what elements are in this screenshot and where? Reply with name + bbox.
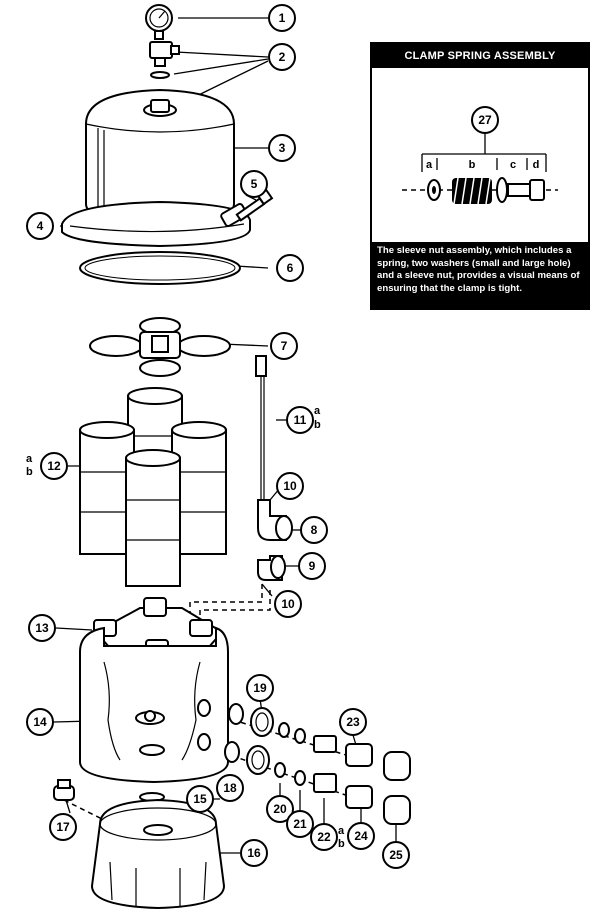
sub-label-22b: b (338, 838, 345, 850)
svg-text:2: 2 (279, 50, 286, 64)
callout-19: 19 (246, 674, 274, 702)
tank-body (79, 626, 229, 784)
svg-text:10: 10 (281, 597, 295, 611)
clamp-letter-d: d (533, 159, 540, 171)
callout-9: 9 (298, 552, 326, 580)
callout-8: 8 (300, 516, 328, 544)
callout-10-upper: 10 (276, 472, 304, 500)
callout-27: 27 (471, 106, 499, 134)
svg-text:18: 18 (223, 781, 237, 795)
washer-large (496, 177, 508, 203)
sub-label-12a: a (26, 453, 33, 465)
sub-label-11a: a (314, 405, 321, 417)
callout-6: 6 (276, 254, 304, 282)
washer-small (427, 179, 441, 201)
clamp-spring-title: CLAMP SPRING ASSEMBLY (372, 44, 588, 68)
callout-1: 1 (268, 4, 296, 32)
callout-5: 5 (240, 170, 268, 198)
callout-11: 11 (286, 406, 314, 434)
air-relief-tube (255, 355, 267, 500)
cartridge-manifold (89, 317, 231, 377)
callout-10-lower: 10 (274, 590, 302, 618)
svg-text:12: 12 (47, 459, 61, 473)
svg-text:5: 5 (251, 177, 258, 191)
callout-12: 12 (40, 452, 68, 480)
outlet-elbow (257, 555, 286, 581)
sub-label-22a: a (338, 825, 345, 837)
plumbing-upper-row (228, 703, 411, 781)
clamp-band (61, 200, 251, 248)
callout-15: 15 (186, 785, 214, 813)
svg-text:27: 27 (478, 113, 492, 127)
callout-18: 18 (216, 774, 244, 802)
sub-label-11b: b (314, 419, 321, 431)
callout-23: 23 (339, 708, 367, 736)
clamp-letter-a: a (426, 159, 433, 171)
svg-text:25: 25 (389, 848, 403, 862)
svg-text:23: 23 (346, 715, 360, 729)
svg-text:7: 7 (281, 339, 288, 353)
svg-text:22: 22 (317, 830, 331, 844)
sub-label-12b: b (26, 466, 33, 478)
svg-text:17: 17 (56, 820, 70, 834)
svg-text:15: 15 (193, 792, 207, 806)
callout-22: 22 (310, 823, 338, 851)
svg-text:3: 3 (279, 141, 286, 155)
svg-text:8: 8 (311, 523, 318, 537)
clamp-spring-drawing: 27 a b c d (402, 106, 558, 205)
svg-text:14: 14 (33, 715, 47, 729)
callout-20: 20 (266, 795, 294, 823)
svg-text:11: 11 (294, 413, 307, 427)
svg-text:16: 16 (247, 846, 261, 860)
callout-3: 3 (268, 134, 296, 162)
air-relief-valve (149, 41, 180, 79)
drain-plug (53, 779, 75, 801)
cartridge-front (125, 449, 181, 587)
callout-16: 16 (240, 839, 268, 867)
svg-text:24: 24 (354, 829, 368, 843)
plumbing-lower-row (224, 741, 411, 825)
svg-text:19: 19 (253, 681, 267, 695)
filter-cartridges (79, 387, 227, 587)
callout-14: 14 (26, 708, 54, 736)
clamp-letter-b: b (469, 159, 476, 171)
pressure-gauge (145, 4, 173, 40)
callout-21: 21 (286, 810, 314, 838)
svg-text:13: 13 (35, 621, 49, 635)
svg-text:6: 6 (287, 261, 294, 275)
sleeve-nut (507, 179, 545, 201)
callout-4: 4 (26, 212, 54, 240)
svg-text:20: 20 (273, 802, 287, 816)
svg-text:1: 1 (279, 11, 286, 25)
inlet-elbow (257, 499, 293, 541)
svg-text:10: 10 (283, 479, 297, 493)
clamp-spring-note: The sleeve nut assembly, which includes … (372, 242, 588, 308)
tank-o-ring (79, 251, 241, 285)
spring (452, 177, 492, 205)
svg-text:21: 21 (293, 817, 307, 831)
filter-base (90, 798, 226, 910)
callout-17: 17 (49, 813, 77, 841)
callout-13: 13 (28, 614, 56, 642)
callout-25: 25 (382, 841, 410, 869)
svg-text:4: 4 (37, 219, 44, 233)
clamp-spring-assembly-panel: CLAMP SPRING ASSEMBLY 27 a b c d (370, 42, 590, 310)
callout-7: 7 (270, 332, 298, 360)
clamp-letter-c: c (510, 159, 516, 171)
callout-2: 2 (268, 43, 296, 71)
callout-24: 24 (347, 822, 375, 850)
svg-text:9: 9 (309, 559, 316, 573)
